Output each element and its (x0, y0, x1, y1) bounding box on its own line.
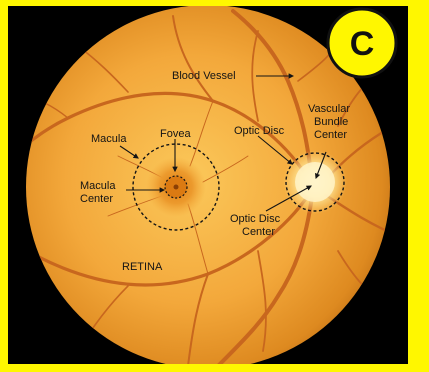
panel-letter: C (350, 25, 375, 63)
panel-badge: C (8, 6, 408, 364)
fundus-photo: Blood Vessel Vascular Bundle Center Macu… (8, 6, 408, 364)
